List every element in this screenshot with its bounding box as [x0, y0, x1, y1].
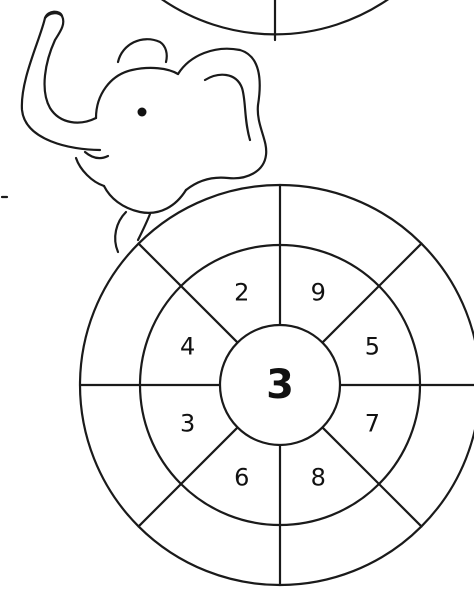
- elephant-eye-icon: [138, 108, 147, 117]
- number-wheel: 9 5 7 8 6 3 4 2 3: [80, 185, 474, 585]
- inner-ring-number: 3: [180, 409, 195, 437]
- elephant-illustration: [22, 12, 266, 252]
- inner-ring-number: 5: [365, 333, 380, 361]
- inner-ring-number: 7: [365, 409, 380, 437]
- inner-ring-number: 4: [180, 333, 195, 361]
- center-number: 3: [266, 362, 294, 408]
- inner-ring-number: 2: [234, 279, 249, 307]
- inner-ring-number: 9: [311, 279, 326, 307]
- inner-ring-number: 6: [234, 463, 249, 491]
- previous-wheel-fragment: [160, 0, 390, 40]
- inner-ring-number: 8: [311, 463, 326, 491]
